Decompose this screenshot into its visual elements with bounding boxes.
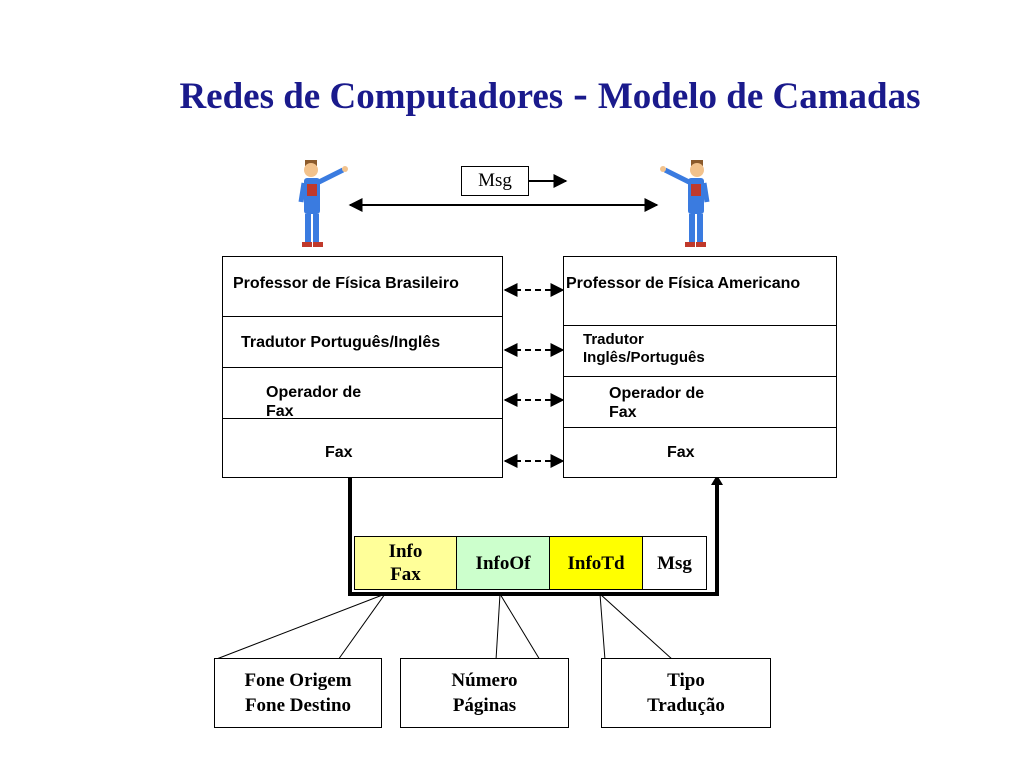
right-professor-label: Professor de Física Americano [566,275,801,292]
packet-frame: Info Fax InfoOf InfoTd Msg [354,536,707,590]
transmission-arrowhead [711,475,723,485]
packet-infoof-cell: InfoOf [457,537,550,589]
left-layer-fax: Fax [223,419,502,477]
note-1-line2: Fone Destino [244,695,352,716]
packet-infofax-line2: Fax [390,564,421,585]
slide-title: Redes de Computadores-Modelo de Camadas [0,68,1024,119]
left-layer-professor: Professor de Física Brasileiro [223,257,502,317]
packet-infotd-cell: InfoTd [550,537,643,589]
left-fax-label: Fax [325,444,353,461]
right-translator-label-line2: Inglês/Português [583,349,705,366]
right-layer-fax: Fax [564,428,836,477]
right-operator-label-line2: Fax [609,404,637,421]
right-fax-label: Fax [667,444,695,461]
right-translator-label-line1: Tradutor [583,331,644,348]
transmission-path [348,478,719,596]
note-2-line2: Páginas [452,695,517,716]
note-3-line2: Tradução [647,695,725,716]
american-professor-icon [660,160,710,247]
left-layer-fax-operator: Operador de Fax [223,368,502,420]
right-layer-fax-operator: Operador de Fax [564,377,836,428]
left-layer-stack: Professor de Física Brasileiro Tradutor … [222,256,503,478]
left-operator-label-line1: Operador de [266,384,362,401]
callout-infotd [599,592,674,661]
packet-infoof-label: InfoOf [475,552,531,574]
note-3-line1: Tipo [667,670,705,691]
brazilian-professor-icon [298,160,348,247]
title-dash: - [573,69,588,118]
packet-infotd-label: InfoTd [567,552,625,574]
note-1-line1: Fone Origem [244,670,352,691]
packet-infofax-cell: Info Fax [355,537,457,589]
right-layer-professor: Professor de Física Americano [564,257,836,326]
packet-msg-label: Msg [657,552,692,574]
callout-infoof [495,592,541,661]
left-layer-translator: Tradutor Português/Inglês [223,317,502,368]
note-page-count: Número Páginas [400,658,569,728]
callout-infofax [213,592,387,661]
top-msg-box: Msg [461,166,529,196]
title-right: Modelo de Camadas [597,76,921,117]
top-msg-label: Msg [478,170,512,191]
note-translation-type: Tipo Tradução [601,658,771,728]
note-2-line1: Número [451,670,518,691]
note-phone-origin-destination: Fone Origem Fone Destino [214,658,382,728]
right-operator-label-line1: Operador de [609,385,705,402]
packet-infofax-line1: Info [388,541,423,562]
packet-msg-cell: Msg [643,537,706,589]
left-translator-label: Tradutor Português/Inglês [241,334,441,351]
left-operator-label-line2: Fax [266,403,294,420]
title-left: Redes de Computadores [179,76,564,117]
left-professor-label: Professor de Física Brasileiro [233,275,459,292]
right-layer-translator: Tradutor Inglês/Português [564,326,836,377]
right-layer-stack: Professor de Física Americano Tradutor I… [563,256,837,478]
